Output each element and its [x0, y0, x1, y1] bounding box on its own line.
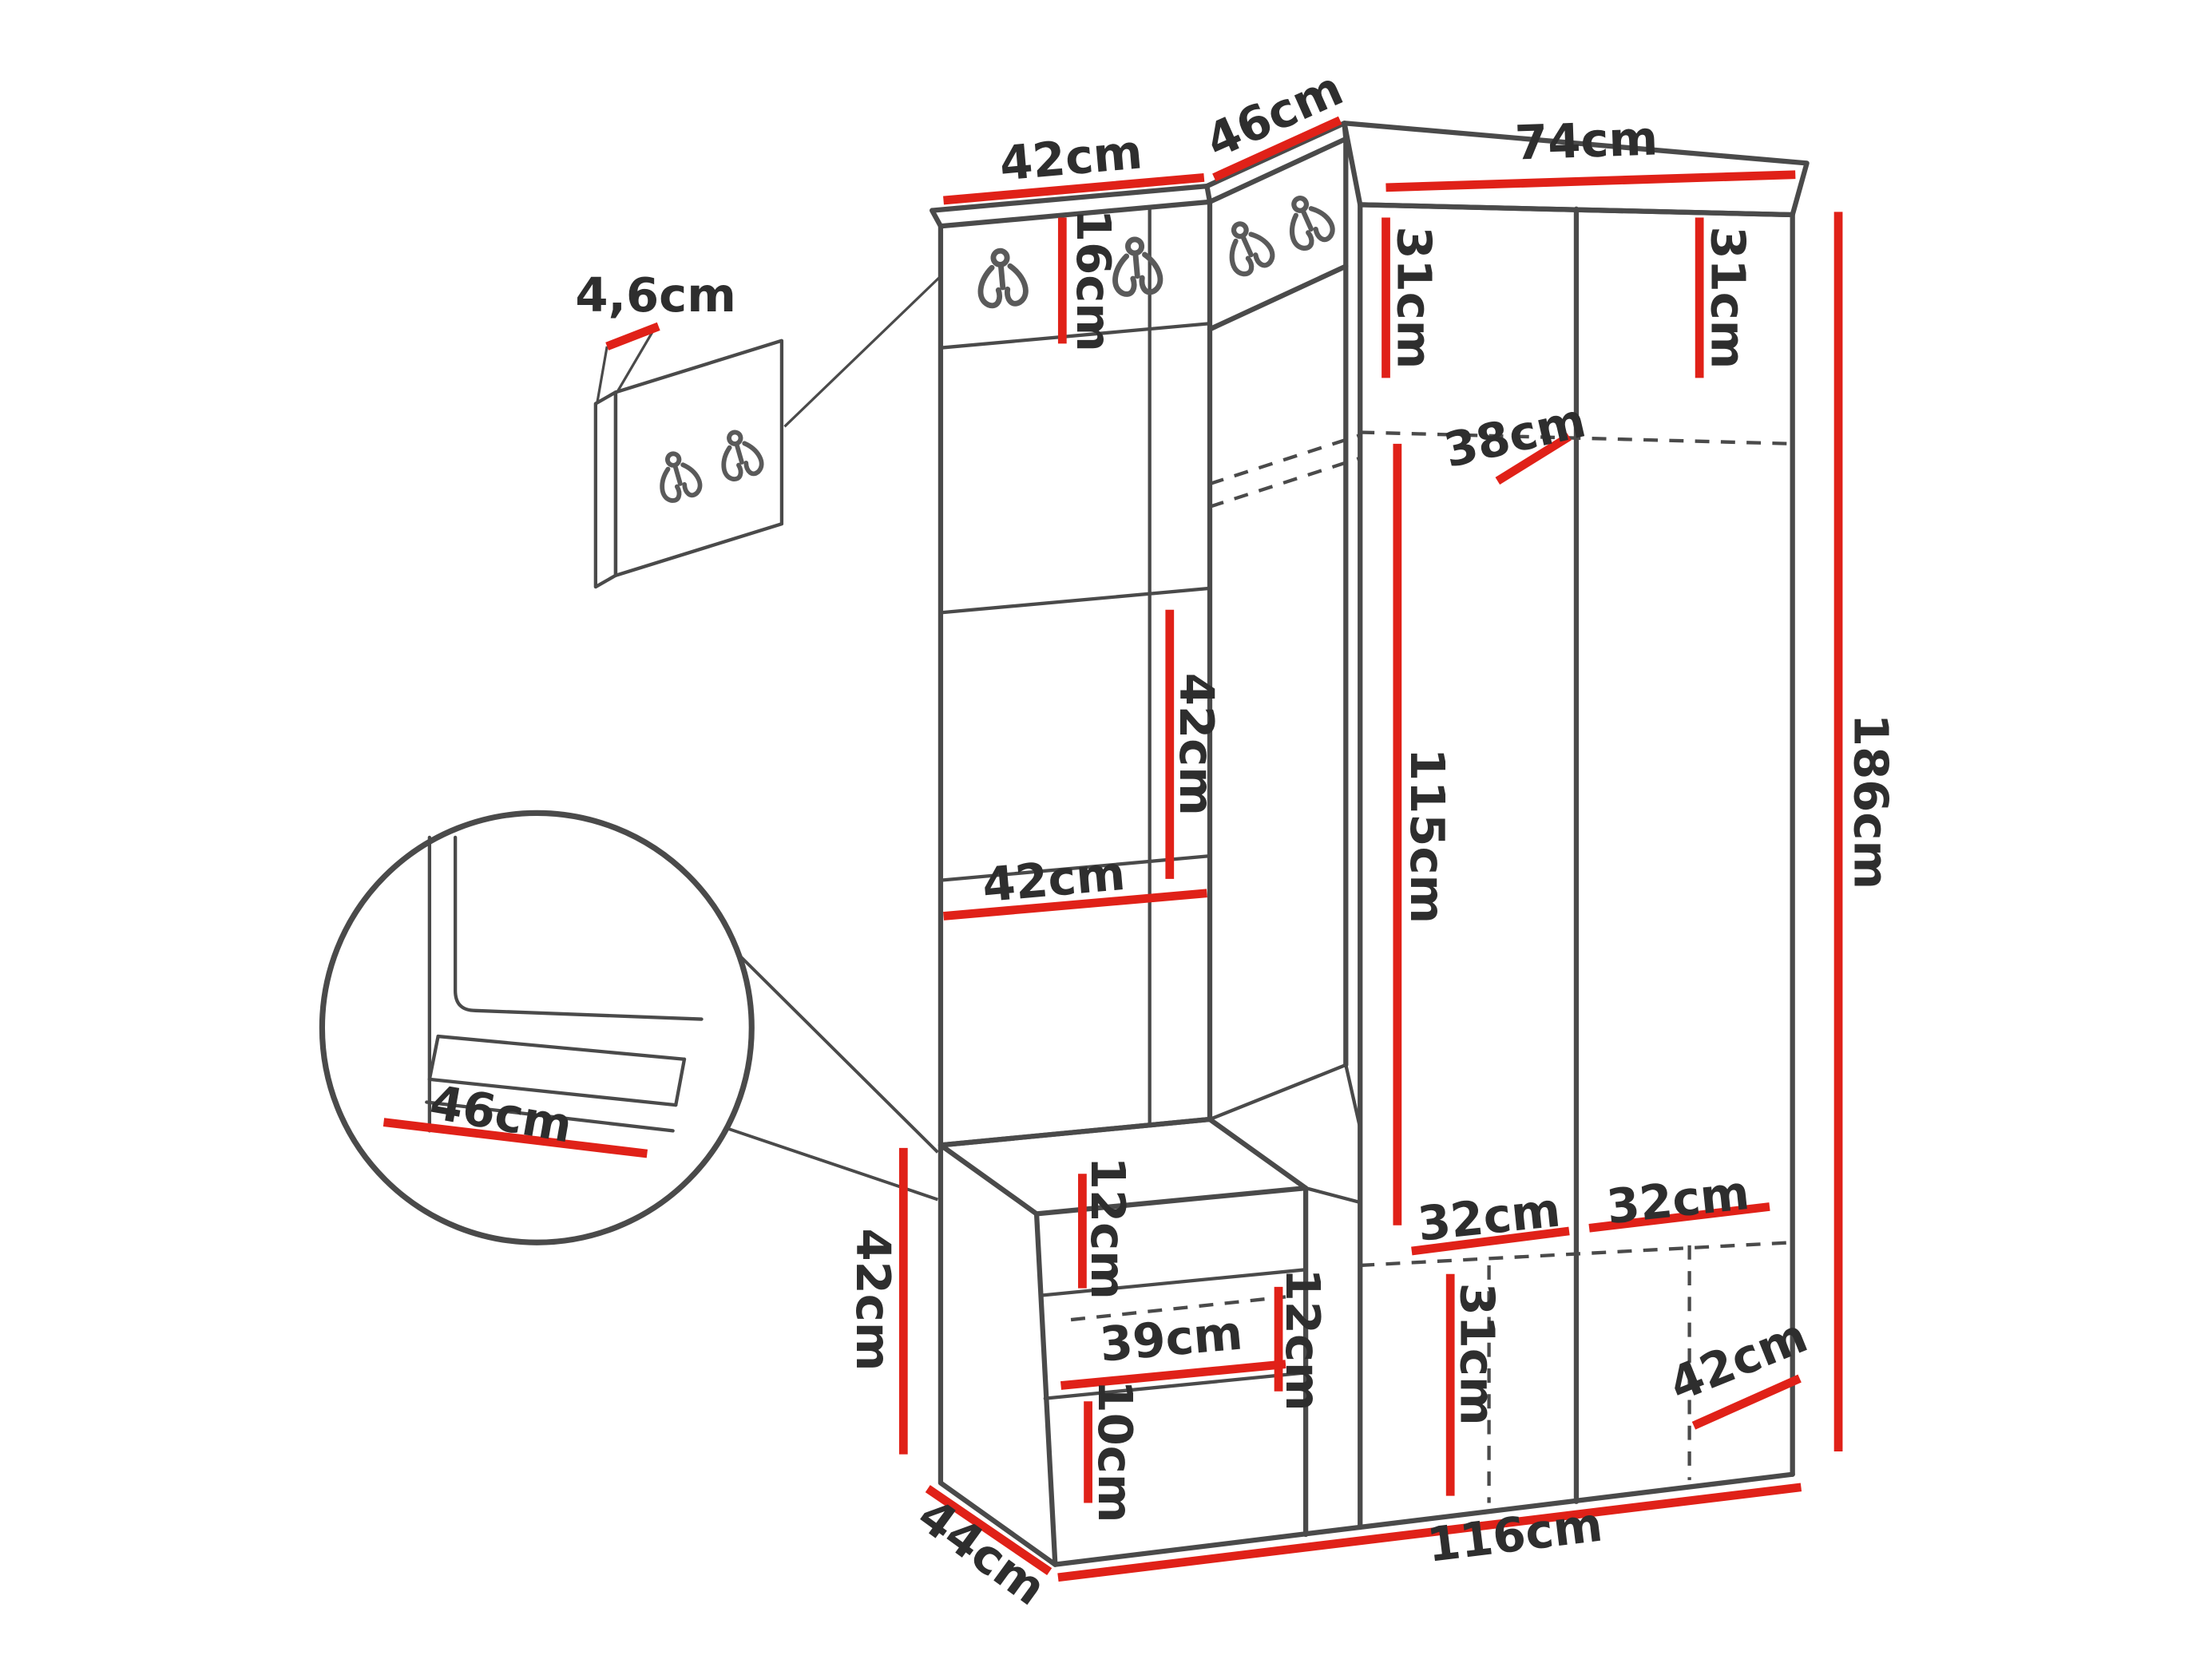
unit-bottom-front-edge: [1052, 1471, 1795, 1567]
dim-label-panel-square-height: 42cm: [1169, 673, 1224, 816]
hook-icon: [715, 427, 763, 481]
hook-icon: [1219, 216, 1276, 278]
top-shelf-dashed: [1360, 430, 1793, 445]
dim-line-total-width: [1057, 1483, 1802, 1582]
main-unit-outline: [930, 121, 1810, 1567]
dim-label-panel-width-top: 42cm: [997, 124, 1144, 191]
dim-label-total-width: 116cm: [1424, 1497, 1605, 1573]
dim-label-base-height: 10cm: [1088, 1380, 1143, 1522]
detail-circle: [319, 810, 755, 1245]
corner-shelf-dashed: [1209, 434, 1361, 509]
bottom-shelf-dashed: [1360, 1241, 1793, 1268]
hook-icon: [1279, 190, 1337, 251]
thickness-leader-lines: [596, 325, 657, 404]
panel-hook-strip-line: [938, 322, 1212, 350]
hidden-edges: [1070, 430, 1793, 1503]
dim-label-hanging-height: 115cm: [1400, 748, 1455, 924]
panel-cushion-seams: [938, 207, 1212, 1124]
dimension-lines: [383, 116, 1843, 1582]
dim-label-wardrobe-width-top: 74cm: [1514, 110, 1659, 170]
detail-panel-inner-edge: [453, 835, 704, 1021]
dim-label-drawer-width: 39cm: [1097, 1305, 1244, 1372]
bench-drawer-lines: [1039, 1268, 1308, 1400]
dim-label-compartment-right-width: 32cm: [1604, 1165, 1752, 1234]
dim-label-bench-top-gap: 12cm: [1080, 1157, 1136, 1300]
inset-connector-line: [783, 274, 943, 428]
corner-hook-board: [1207, 136, 1349, 332]
bottom-partition-dashed: [1487, 1245, 1691, 1503]
dim-label-compartment-left-width: 32cm: [1415, 1182, 1563, 1252]
bench-hidden-line: [1070, 1295, 1286, 1322]
detail-seat-top-edge: [436, 1034, 687, 1061]
dim-line-shelf-depth: [1495, 433, 1572, 485]
dim-label-bottom-compartment-height: 31cm: [1450, 1283, 1505, 1426]
dim-line-compartment-right-width: [1588, 1202, 1770, 1233]
hook-icon: [977, 249, 1027, 307]
hook-icon: [653, 449, 702, 503]
detail-seat-bottom-edge: [427, 1077, 678, 1107]
wall-panel-front-face: [613, 339, 784, 577]
panel-top-edge: [930, 183, 1213, 229]
dim-line-wardrobe-width-top: [1385, 170, 1796, 192]
dim-label-shelf-right-height: 31cm: [1700, 226, 1755, 369]
bench-detail-inset: [319, 810, 939, 1245]
dim-label-seat-depth-detail: 46cm: [426, 1075, 576, 1154]
dim-label-hook-strip-height: 16cm: [1066, 209, 1121, 352]
detail-base-line: [425, 1100, 675, 1133]
dim-line-seat-depth-detail: [383, 1118, 648, 1158]
dim-line-wall-panel-thickness: [605, 322, 660, 350]
dim-label-shelf-left-height: 31cm: [1387, 226, 1442, 369]
dim-label-wall-panel-thickness: 4,6cm: [575, 267, 736, 323]
dim-line-panel-width-top: [943, 172, 1205, 205]
wall-panel-inset: [593, 274, 943, 589]
bench-left-side: [938, 1142, 1058, 1567]
dim-label-panel-square-width: 42cm: [980, 845, 1127, 913]
wall-panel-side-face: [593, 390, 618, 589]
dimension-labels: 42cm 46cm 74cm 4,6cm 16cm 31cm 31cm 38cm…: [426, 61, 1898, 1616]
dim-line-compartment-left-width: [1411, 1226, 1570, 1256]
dim-label-total-height: 186cm: [1844, 714, 1899, 889]
dim-label-drawer-height: 12cm: [1275, 1269, 1330, 1412]
detail-seat-sides: [427, 1034, 687, 1107]
dim-line-drawer-width: [1060, 1360, 1286, 1390]
dim-line-panel-square-width: [943, 889, 1207, 921]
dim-label-bench-height: 42cm: [846, 1228, 901, 1371]
dim-line-bottom-right-depth: [1691, 1374, 1802, 1430]
dim-line-bench-depth: [925, 1485, 1052, 1576]
bench-front-edges: [1033, 1185, 1309, 1567]
dim-line-corner-width-top: [1212, 116, 1342, 182]
